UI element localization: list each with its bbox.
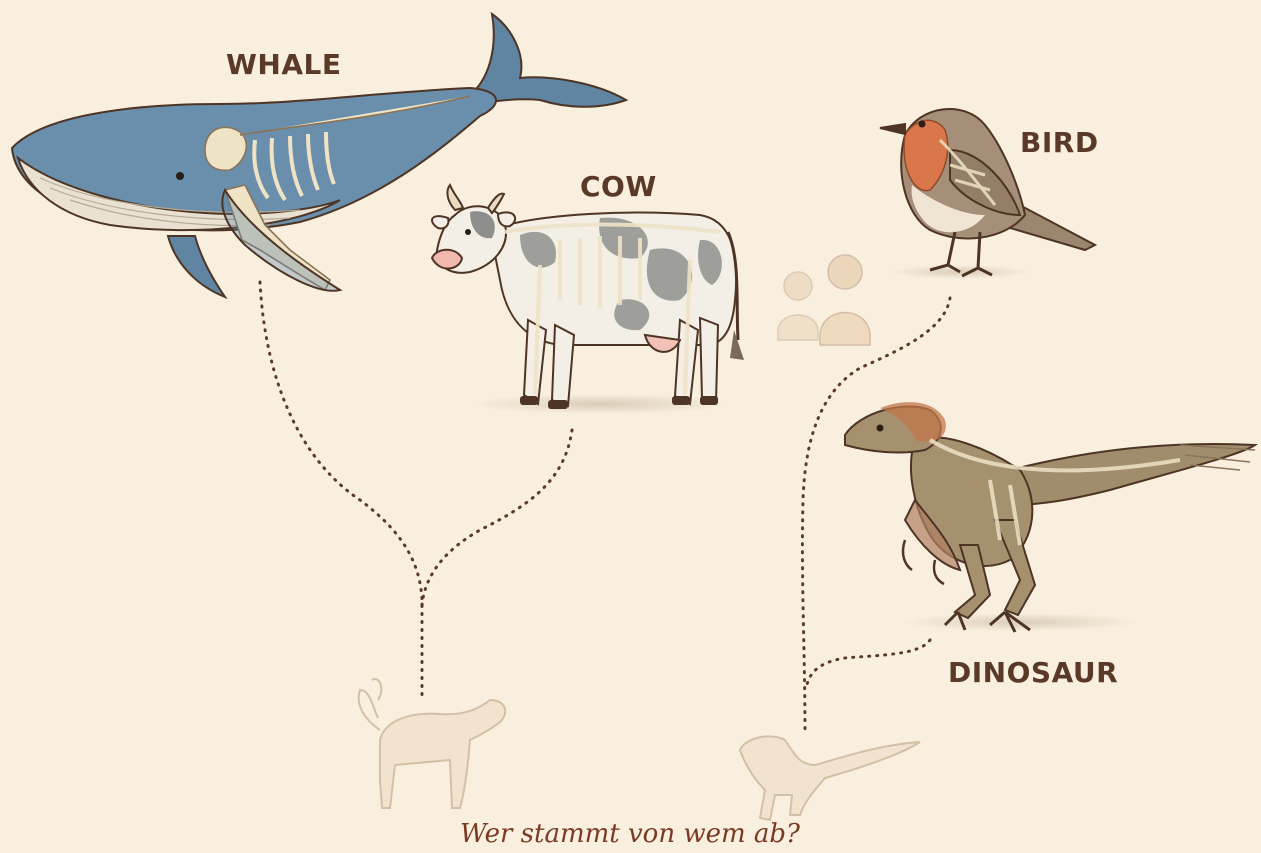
cow-ear-right <box>498 212 515 226</box>
cow-horn-right <box>488 194 504 213</box>
dinosaur-lineage-line <box>806 640 930 690</box>
bird-label: BIRD <box>1020 126 1099 159</box>
mammal-ancestor <box>359 679 506 808</box>
caption: Wer stammt von wem ab? <box>460 819 801 849</box>
bird-beak <box>880 124 905 134</box>
dinosaur-ancestor <box>740 736 920 820</box>
whale-tail <box>470 14 626 107</box>
cow-muzzle <box>432 250 462 269</box>
whale-label: WHALE <box>226 48 341 81</box>
bird-eye <box>919 121 926 128</box>
whale-eye <box>176 172 184 180</box>
cow-ear-left <box>432 216 448 228</box>
whale-small-fin <box>168 236 225 297</box>
whale-lineage-line <box>260 282 422 695</box>
cow-label: COW <box>580 170 657 203</box>
dinosaur-illustration <box>845 402 1255 632</box>
dinosaur-tail <box>1010 444 1255 505</box>
faint-human-figures <box>778 255 870 345</box>
cow-eye <box>465 229 471 235</box>
lineage-lines <box>260 282 950 735</box>
cow-horn-left <box>447 185 463 210</box>
dinosaur-label: DINOSAUR <box>948 656 1118 689</box>
cow-illustration <box>432 185 744 414</box>
cow-lineage-line <box>422 430 572 605</box>
dinosaur-eye <box>877 425 884 432</box>
